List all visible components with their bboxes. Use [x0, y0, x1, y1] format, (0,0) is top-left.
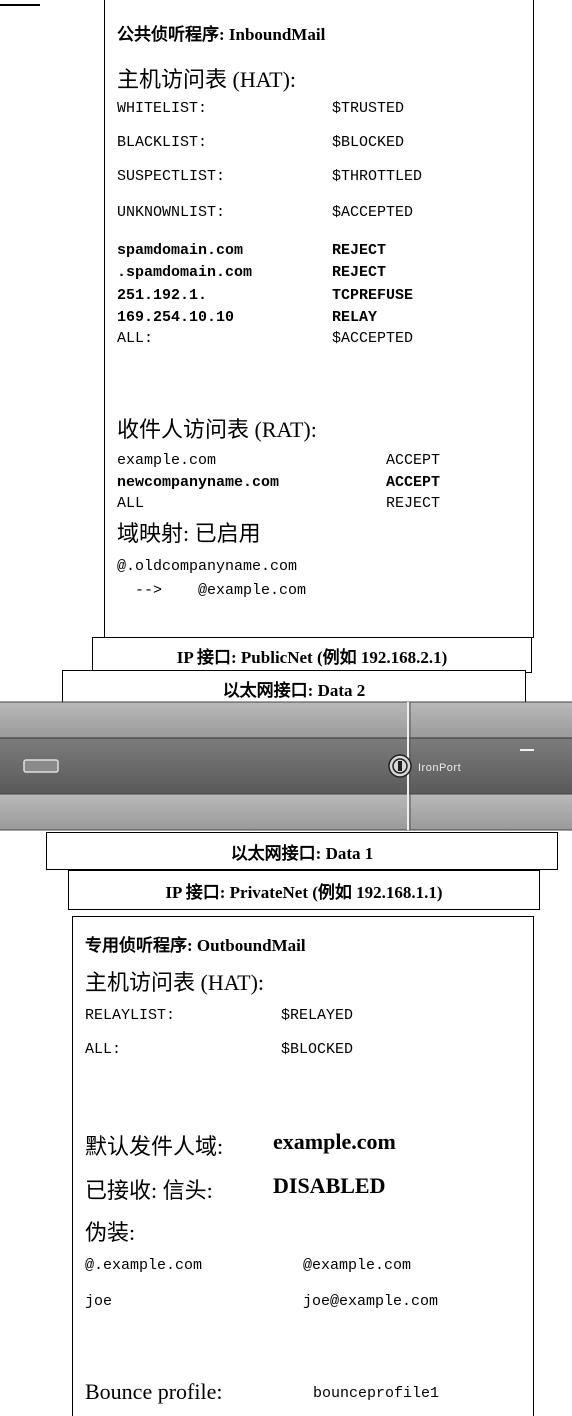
- masq-from: joe: [85, 1293, 113, 1310]
- ethernet-interface-data1-label: 以太网接口: Data 1: [230, 843, 374, 863]
- bounce-profile-value: bounceprofile1: [313, 1385, 440, 1402]
- hat-policy: $ACCEPTED: [332, 330, 414, 347]
- hat-host: ALL:: [85, 1041, 122, 1058]
- hat-host: BLACKLIST:: [117, 134, 208, 151]
- ironport-appliance: IronPort: [0, 700, 572, 832]
- ip-interface-public: IP 接口: PublicNet (例如 192.168.2.1): [92, 637, 532, 673]
- hat-policy-bold: REJECT: [332, 242, 387, 259]
- domain-map-line1: @.oldcompanyname.com: [117, 558, 298, 575]
- rat-domain-bold: newcompanyname.com: [117, 474, 280, 491]
- masquerade-heading: 伪装:: [85, 1220, 136, 1245]
- masq-to: joe@example.com: [303, 1293, 439, 1310]
- ethernet-interface-data2: 以太网接口: Data 2: [62, 670, 526, 706]
- private-listener-title: 专用侦听程序: OutboundMail: [85, 936, 306, 955]
- rat-action: REJECT: [386, 495, 441, 512]
- default-sender-domain-value: example.com: [273, 1129, 396, 1154]
- public-listener-box: 公共侦听程序: InboundMail 主机访问表 (HAT): WHITELI…: [104, 0, 534, 638]
- appliance-illustration: IronPort: [0, 701, 572, 831]
- public-hat-heading: 主机访问表 (HAT):: [117, 67, 297, 92]
- received-header-label: 已接收: 信头:: [85, 1178, 213, 1203]
- hat-policy-bold: RELAY: [332, 309, 378, 326]
- public-listener-title: 公共侦听程序: InboundMail: [117, 25, 326, 44]
- ip-interface-public-label: IP 接口: PublicNet (例如 192.168.2.1): [176, 647, 448, 667]
- rat-domain: ALL: [117, 495, 145, 512]
- hat-host-bold: 169.254.10.10: [117, 309, 235, 326]
- received-header-value: DISABLED: [273, 1173, 386, 1198]
- public-rat-heading: 收件人访问表 (RAT):: [117, 417, 317, 442]
- bounce-profile-label: Bounce profile:: [85, 1379, 223, 1404]
- rat-action-bold: ACCEPT: [386, 474, 441, 491]
- hat-policy: $TRUSTED: [332, 100, 405, 117]
- ip-interface-private: IP 接口: PrivateNet (例如 192.168.1.1): [68, 870, 540, 910]
- hat-policy-bold: TCPREFUSE: [332, 287, 414, 304]
- private-hat-heading: 主机访问表 (HAT):: [85, 970, 265, 995]
- hat-host: RELAYLIST:: [85, 1007, 176, 1024]
- ip-interface-private-label: IP 接口: PrivateNet (例如 192.168.1.1): [165, 882, 443, 902]
- hat-host: ALL:: [117, 330, 154, 347]
- hat-policy-bold: REJECT: [332, 264, 387, 281]
- hat-policy: $RELAYED: [281, 1007, 354, 1024]
- top-edge-fragment: [0, 0, 40, 6]
- hat-host: SUSPECTLIST:: [117, 168, 226, 185]
- hat-policy: $THROTTLED: [332, 168, 423, 185]
- hat-host-bold: spamdomain.com: [117, 242, 244, 259]
- hat-host-bold: .spamdomain.com: [117, 264, 253, 281]
- hat-host-bold: 251.192.1.: [117, 287, 208, 304]
- masq-to: @example.com: [303, 1257, 412, 1274]
- masq-from: @.example.com: [85, 1257, 203, 1274]
- domain-map-line2: --> @example.com: [117, 582, 307, 599]
- hat-policy: $ACCEPTED: [332, 204, 414, 221]
- hat-policy: $BLOCKED: [281, 1041, 354, 1058]
- rat-action: ACCEPT: [386, 452, 441, 469]
- private-listener-box: 专用侦听程序: OutboundMail 主机访问表 (HAT): RELAYL…: [72, 916, 534, 1416]
- rat-domain: example.com: [117, 452, 217, 469]
- ethernet-interface-data2-label: 以太网接口: Data 2: [222, 680, 366, 700]
- appliance-brand-label: IronPort: [418, 762, 461, 774]
- domain-map-heading: 域映射: 已启用: [117, 521, 261, 546]
- hat-policy: $BLOCKED: [332, 134, 405, 151]
- default-sender-domain-label: 默认发件人域:: [85, 1134, 224, 1159]
- hat-host: UNKNOWNLIST:: [117, 204, 226, 221]
- hat-host: WHITELIST:: [117, 100, 208, 117]
- ethernet-interface-data1: 以太网接口: Data 1: [46, 832, 558, 870]
